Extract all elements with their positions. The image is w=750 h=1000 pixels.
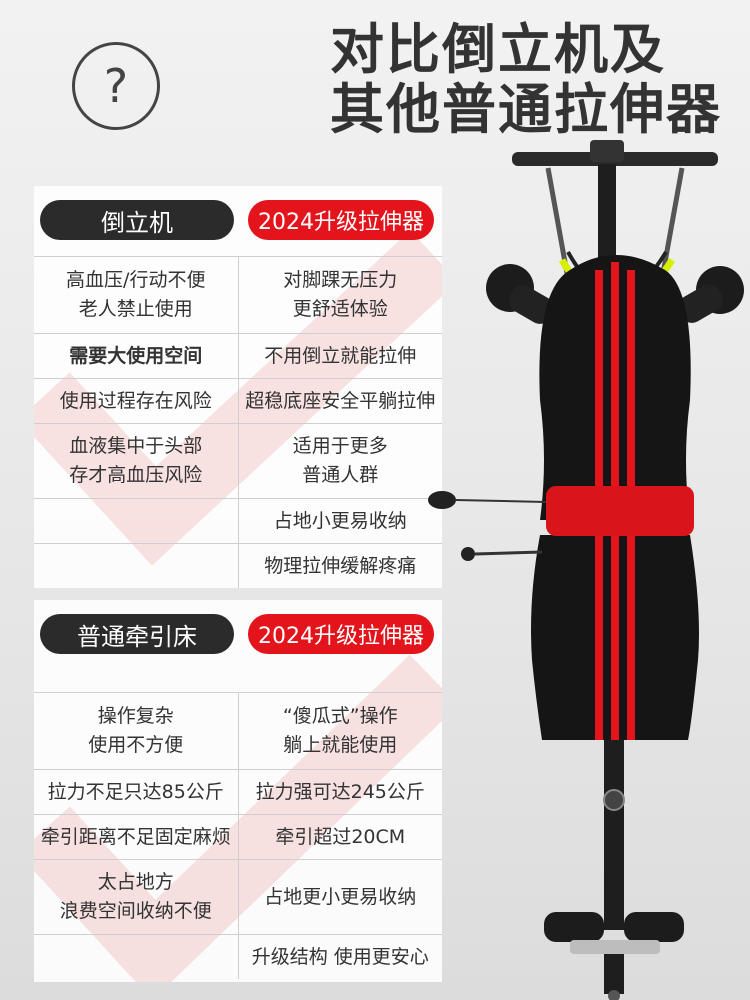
- cell-left: 拉力不足只达85公斤: [34, 770, 239, 814]
- cell-right: 物理拉伸缓解疼痛: [264, 554, 417, 577]
- table-row: 拉力不足只达85公斤 拉力强可达245公斤: [34, 769, 442, 814]
- cell-right: 牵引超过20CM: [275, 825, 406, 848]
- cell-left: 牵引距离不足固定麻烦: [34, 815, 239, 859]
- header-inversion-machine: 倒立机: [40, 200, 234, 240]
- table-rows: 操作复杂使用不方便 “傻瓜式”操作躺上就能使用 拉力不足只达85公斤 拉力强可达…: [34, 692, 442, 979]
- cell-left: [34, 499, 239, 543]
- header-upgraded-stretcher: 2024升级拉伸器: [248, 614, 434, 654]
- cell-left: 高血压/行动不便老人禁止使用: [34, 257, 239, 333]
- table-row: 高血压/行动不便老人禁止使用 对脚踝无压力更舒适体验: [34, 256, 442, 333]
- comparison-table-1: 倒立机 2024升级拉伸器 高血压/行动不便老人禁止使用 对脚踝无压力更舒适体验…: [34, 186, 442, 588]
- cell-left: 太占地方浪费空间收纳不便: [34, 860, 239, 934]
- stretcher-product-image: [428, 140, 744, 1000]
- title-line-1: 对比倒立机及: [330, 18, 666, 81]
- table-row: 升级结构 使用更安心: [34, 934, 442, 979]
- question-mark-icon: ?: [72, 42, 160, 130]
- table-row: 物理拉伸缓解疼痛: [34, 543, 442, 588]
- cell-right: 适用于更多普通人群: [292, 435, 388, 486]
- cell-right: 升级结构 使用更安心: [251, 945, 429, 968]
- cell-right: 占地小更易收纳: [273, 509, 407, 532]
- cell-left: 操作复杂使用不方便: [34, 693, 239, 769]
- table-row: 太占地方浪费空间收纳不便 占地更小更易收纳: [34, 859, 442, 934]
- cell-left: [34, 544, 239, 588]
- cell-right: 占地更小更易收纳: [264, 885, 417, 908]
- header-traction-bed: 普通牵引床: [40, 614, 234, 654]
- cell-right: 不用倒立就能拉伸: [264, 344, 417, 367]
- table-rows: 高血压/行动不便老人禁止使用 对脚踝无压力更舒适体验 需要大使用空间 不用倒立就…: [34, 256, 442, 588]
- header-upgraded-stretcher: 2024升级拉伸器: [248, 200, 434, 240]
- page-title: 对比倒立机及 其他普通拉伸器: [330, 20, 730, 140]
- cell-left: 需要大使用空间: [34, 334, 239, 378]
- table-row: 牵引距离不足固定麻烦 牵引超过20CM: [34, 814, 442, 859]
- title-line-2: 其他普通拉伸器: [330, 78, 722, 141]
- table-row: 需要大使用空间 不用倒立就能拉伸: [34, 333, 442, 378]
- cell-left: 血液集中于头部存才高血压风险: [34, 424, 239, 498]
- table-row: 使用过程存在风险 超稳底座安全平躺拉伸: [34, 378, 442, 423]
- table-row: 占地小更易收纳: [34, 498, 442, 543]
- cell-left: [34, 935, 239, 979]
- cell-right: “傻瓜式”操作躺上就能使用: [282, 705, 398, 756]
- cell-right: 超稳底座安全平躺拉伸: [245, 389, 436, 412]
- table-row: 操作复杂使用不方便 “傻瓜式”操作躺上就能使用: [34, 692, 442, 769]
- cell-right: 对脚踝无压力更舒适体验: [283, 269, 398, 320]
- comparison-table-2: 普通牵引床 2024升级拉伸器 操作复杂使用不方便 “傻瓜式”操作躺上就能使用 …: [34, 600, 442, 982]
- table-row: 血液集中于头部存才高血压风险 适用于更多普通人群: [34, 423, 442, 498]
- cell-left: 使用过程存在风险: [34, 379, 239, 423]
- cell-right: 拉力强可达245公斤: [255, 780, 425, 803]
